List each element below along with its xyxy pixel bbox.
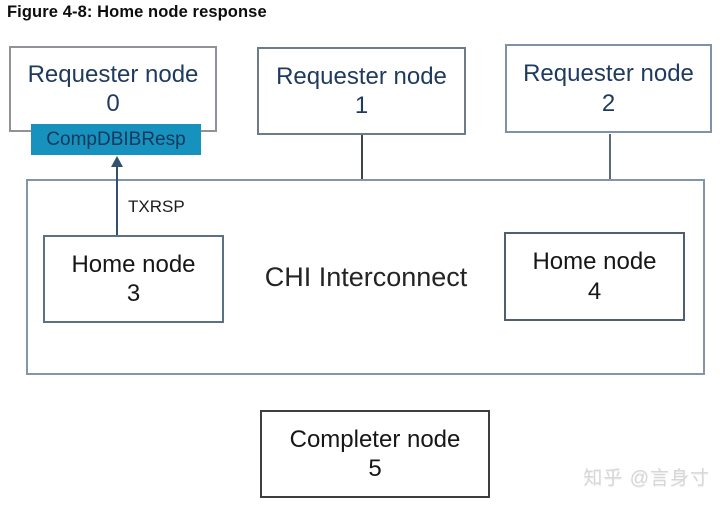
home-node-4-id: 4: [587, 277, 602, 305]
requester-node-2: Requester node 2: [505, 44, 712, 133]
requester-node-1-label: Requester node: [276, 62, 447, 90]
home-node-3-id: 3: [126, 280, 141, 307]
figure-title: Figure 4-8: Home node response: [7, 3, 267, 21]
txrsp-arrow-line: [116, 166, 118, 235]
connector-line-requester-2: [609, 134, 611, 181]
connector-line-requester-1: [361, 135, 363, 181]
requester-node-2-label: Requester node: [523, 60, 694, 88]
response-message-label: CompDBIBResp: [46, 128, 186, 150]
up-arrow-icon: [111, 156, 123, 167]
response-message-box: CompDBIBResp: [31, 124, 201, 155]
watermark-text: 知乎 @言身寸: [583, 468, 710, 489]
completer-node-5-id: 5: [368, 455, 382, 482]
txrsp-channel-label: TXRSP: [128, 197, 185, 216]
home-node-4: Home node 4: [504, 232, 685, 321]
home-node-4-label: Home node: [532, 248, 657, 276]
requester-node-2-id: 2: [601, 89, 616, 117]
requester-node-0: Requester node 0: [9, 46, 217, 132]
home-node-3-label: Home node: [71, 250, 196, 278]
home-node-3: Home node 3: [43, 235, 224, 323]
completer-node-5-label: Completer node: [289, 425, 461, 453]
requester-node-1: Requester node 1: [257, 47, 466, 135]
completer-node-5: Completer node 5: [260, 410, 490, 498]
chi-interconnect-label: CHI Interconnect: [264, 262, 468, 292]
requester-node-1-id: 1: [354, 92, 369, 119]
requester-node-0-label: Requester node: [27, 60, 199, 88]
requester-node-0-id: 0: [106, 90, 120, 117]
